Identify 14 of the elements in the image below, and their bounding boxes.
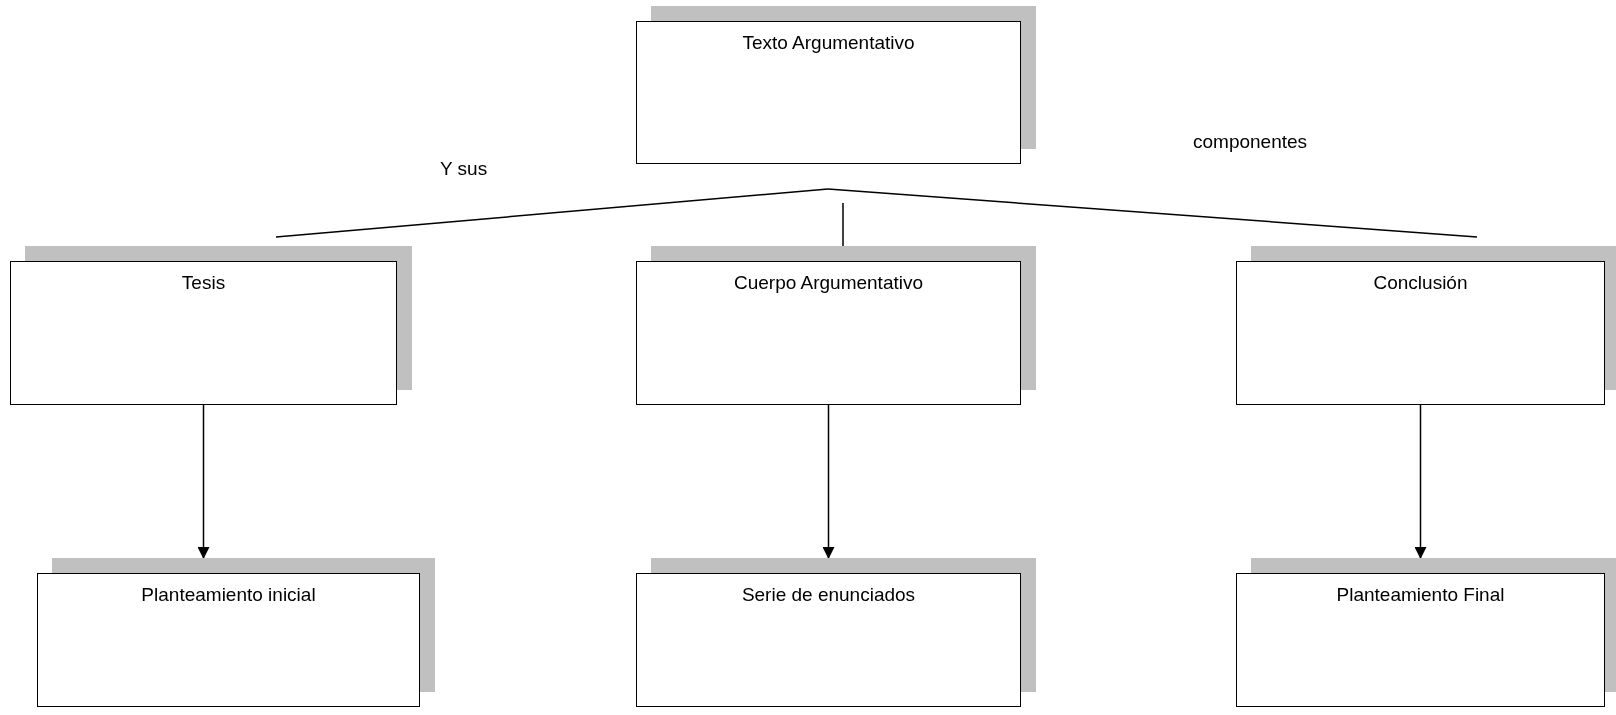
arrow <box>822 404 835 560</box>
text-box: Conclusión <box>1236 261 1605 405</box>
arrow <box>197 404 210 560</box>
annotation-text: Y sus <box>440 158 488 180</box>
connector-line <box>275 188 829 238</box>
text-box: Tesis <box>10 261 397 405</box>
annotation-text: componentes <box>1193 131 1308 153</box>
text-box: Planteamiento inicial <box>37 573 420 707</box>
text-box: Texto Argumentativo <box>636 21 1021 164</box>
text-box: Serie de enunciados <box>636 573 1021 707</box>
connector-line <box>827 188 1478 238</box>
text-box: Planteamiento Final <box>1236 573 1605 707</box>
arrow <box>1414 404 1427 560</box>
text-box: Cuerpo Argumentativo <box>636 261 1021 405</box>
